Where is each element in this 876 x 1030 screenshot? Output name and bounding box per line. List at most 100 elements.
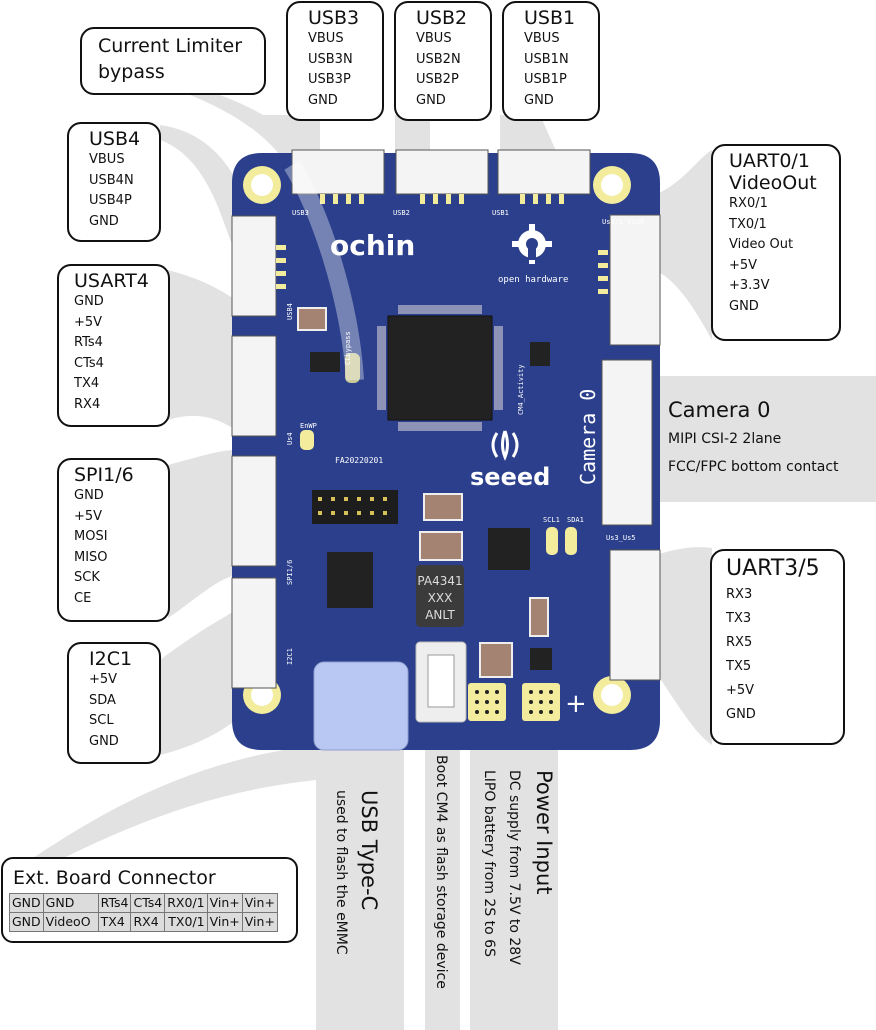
- spi-pin: +5V: [74, 508, 103, 524]
- pcb: USB3 USB2 USB1 Us0/1 Vid0 FA20220201 EnW…: [231, 149, 661, 751]
- uart35-connector: [609, 549, 661, 681]
- mcu-chip: [387, 315, 493, 421]
- usb1-pin: USB1N: [524, 51, 569, 67]
- usb4-pin: VBUS: [89, 152, 125, 167]
- usart4-pin: +5V: [74, 314, 103, 330]
- usart4-connector: [231, 335, 277, 437]
- silk-date: FA20220201: [335, 456, 383, 465]
- table-row: GND VideoO TX4 RX4 TX0/1 Vin+ Vin+: [9, 912, 278, 932]
- leader-usbc: [316, 745, 404, 1030]
- usb2-connector: [395, 149, 489, 195]
- silk-usb4: USB4: [286, 303, 294, 320]
- pin-header: [312, 490, 398, 524]
- uart01-pin: GND: [729, 298, 759, 314]
- boot-label: Boot CM4 as flash storage device: [433, 755, 449, 989]
- seeed-logo-icon: [491, 430, 519, 461]
- uart35-callout: UART3/5 RX3 TX3 RX5 TX5 +5V GND: [710, 549, 845, 745]
- camera-label: Camera 0 MIPI CSI-2 2lane FCC/FPC bottom…: [668, 396, 839, 480]
- usb4-callout: USB4 VBUS USB4N USB4P GND: [67, 122, 161, 242]
- i2c-pin: SDA: [89, 692, 116, 708]
- usart4-pin: CTs4: [74, 355, 104, 371]
- silk-scl1: SCL1: [543, 516, 560, 524]
- regulator-line3: ANLT: [425, 608, 455, 622]
- usb1-pin: USB1P: [524, 72, 567, 87]
- usb-c-connector: [313, 661, 409, 751]
- silk-oshw: open hardware: [498, 275, 568, 285]
- usb1-callout: USB1 VBUS USB1N USB1P GND: [502, 1, 600, 121]
- uart01-connector: [609, 214, 661, 346]
- i2c-callout: I2C1 +5V SDA SCL GND: [67, 642, 161, 764]
- leader-usb1: [500, 115, 560, 160]
- power-line2: LIPO battery from 2S to 6S: [481, 770, 497, 957]
- usb3-pin: GND: [308, 92, 338, 108]
- regulator-line1: PA4341: [417, 574, 462, 588]
- table-cell: CTs4: [130, 893, 166, 913]
- current-limiter-callout: Current Limiter bypass: [80, 27, 266, 95]
- usb2-pin: GND: [416, 92, 446, 108]
- silk-usb2: USB2: [393, 209, 410, 217]
- regulator-line2: XXX: [428, 591, 453, 605]
- i2c-pin: GND: [89, 733, 119, 749]
- usart4-pin: TX4: [74, 376, 100, 391]
- usb1-pin: GND: [524, 92, 554, 108]
- usbc-sub: used to flash the eMMC: [333, 790, 349, 955]
- leader-usb2: [395, 115, 430, 160]
- uart35-pin: RX5: [726, 635, 753, 650]
- silk-seeed: seeed: [470, 463, 550, 491]
- ext-board-table: GND GND RTs4 CTs4 RX0/1 Vin+ Vin+ GND Vi…: [9, 893, 278, 932]
- usb1-title: USB1: [524, 7, 576, 29]
- spi-callout: SPI1/6 GND +5V MOSI MISO SCK CE: [57, 458, 170, 622]
- silk-enwp: EnWP: [300, 422, 317, 430]
- leader-spi: [168, 450, 236, 618]
- silk-us4: Us4: [286, 432, 294, 445]
- spi-pin: SCK: [74, 570, 100, 585]
- silk-usb3: USB3: [292, 209, 309, 217]
- uart35-pin: +5V: [726, 683, 755, 698]
- usb4-title: USB4: [89, 128, 141, 150]
- table-cell: VideoO: [42, 912, 99, 932]
- uart01-pin: RX0/1: [729, 196, 768, 211]
- leader-camera: [640, 376, 876, 502]
- table-cell: Vin+: [241, 912, 278, 932]
- i2c-title: I2C1: [89, 648, 133, 670]
- mounting-holes: [243, 166, 631, 714]
- ext-board-title: Ext. Board Connector: [13, 867, 216, 889]
- table-cell: Vin+: [206, 912, 243, 932]
- power-line1: DC supply from 7.5V to 28V: [506, 770, 522, 965]
- usb2-pin: USB2N: [416, 51, 461, 67]
- usb4-pin: USB4P: [89, 193, 132, 208]
- silk-spi: SPI1/6: [286, 560, 294, 585]
- usb3-callout: USB3 VBUS USB3N USB3P GND: [286, 1, 384, 121]
- silk-brand: ochin: [330, 229, 415, 262]
- silk-i2c: I2C1: [286, 648, 294, 665]
- uart01-pin: TX0/1: [729, 216, 767, 232]
- i2c-pin: +5V: [89, 672, 118, 687]
- oshw-gear-icon: [512, 224, 552, 264]
- usbc-title: USB Type-C: [357, 790, 381, 911]
- power-title: Power Input: [532, 770, 556, 895]
- usb2-callout: USB2 VBUS USB2N USB2P GND: [394, 1, 492, 121]
- leader-ext: [30, 745, 316, 860]
- table-cell: TX0/1: [164, 912, 208, 932]
- table-cell: GND: [42, 893, 99, 913]
- spi-chip: [327, 552, 373, 608]
- usb3-title: USB3: [308, 7, 360, 29]
- table-cell: TX4: [97, 912, 132, 932]
- silk-us35: Us3_Us5: [606, 534, 636, 542]
- uart35-pin: RX3: [726, 587, 753, 602]
- spi-connector: [231, 455, 277, 567]
- table-cell: GND: [9, 893, 44, 913]
- uart35-pin: TX3: [726, 611, 752, 626]
- silk-clbypass: CLbypass: [344, 331, 352, 365]
- leader-i2c: [160, 610, 236, 755]
- silk-cm4: CM4_Activity: [517, 364, 525, 415]
- usb3-pin: VBUS: [308, 31, 344, 46]
- silk-plus: +: [565, 689, 587, 719]
- i2c-connector: [231, 577, 277, 689]
- usb3-pin: USB3P: [308, 72, 351, 87]
- usb4-pin: GND: [89, 213, 119, 229]
- usb3-connector: [291, 149, 385, 195]
- uart35-title: UART3/5: [726, 556, 820, 581]
- qfn-chip: [488, 528, 530, 570]
